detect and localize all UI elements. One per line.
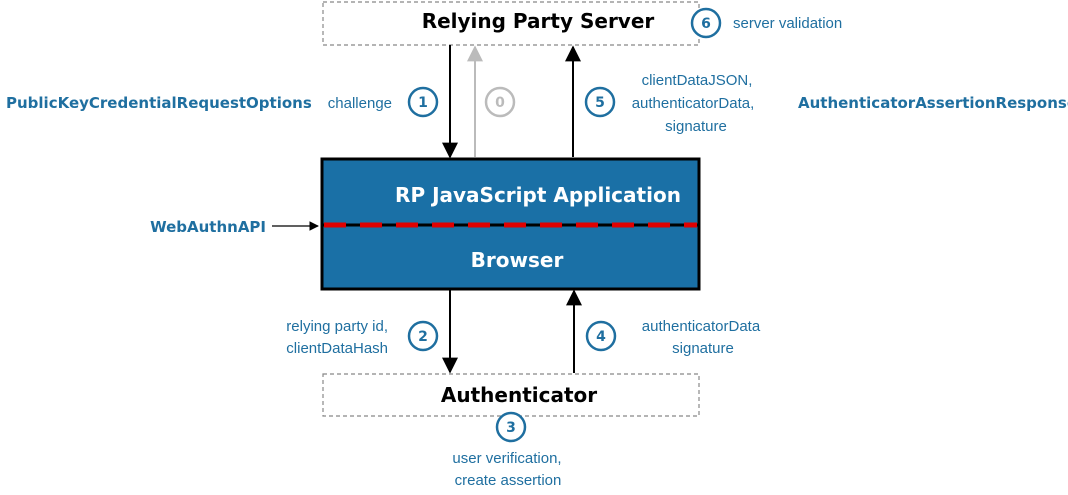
step-4-number: 4 [596, 329, 606, 345]
step-0-number: 0 [495, 95, 505, 111]
step-4-label-line-2: signature [672, 340, 734, 357]
authenticator-title: Authenticator [441, 383, 597, 407]
step-5-badge [584, 86, 616, 118]
authenticator-box: Authenticator [322, 373, 700, 417]
step-3-number: 3 [506, 420, 516, 436]
step-5-label-line-3: signature [665, 118, 727, 135]
step-1-number: 1 [418, 95, 428, 111]
step-6: 6 server validation [690, 7, 842, 39]
relying-party-server-box: Relying Party Server [322, 1, 700, 46]
step-1-label-line-1: challenge [328, 95, 392, 112]
step-2: 2 relying party id, clientDataHash [286, 318, 439, 357]
relying-party-server-title: Relying Party Server [422, 9, 655, 33]
step-5: 5 clientDataJSON, authenticatorData, sig… [584, 72, 755, 135]
step-2-badge [407, 320, 439, 352]
browser-title: Browser [471, 248, 564, 272]
step-3-label-line-2: create assertion [455, 472, 562, 489]
step-6-number: 6 [701, 16, 711, 32]
step-2-label-line-1: relying party id, [286, 318, 388, 335]
authenticator-assertion-response-label: AuthenticatorAssertionResponse [798, 94, 1068, 112]
step-0: 0 [484, 86, 516, 118]
step-5-label-line-2: authenticatorData, [632, 95, 755, 112]
step-2-number: 2 [418, 329, 428, 345]
rp-application-browser-box: RP JavaScript Application Browser [320, 157, 701, 291]
rp-javascript-application-title: RP JavaScript Application [395, 183, 681, 207]
step-5-number: 5 [595, 95, 605, 111]
step-4-badge [585, 320, 617, 352]
step-4: 4 authenticatorData signature [585, 318, 761, 357]
public-key-credential-request-options-label: PublicKeyCredentialRequestOptions [6, 94, 312, 112]
step-5-label-line-1: clientDataJSON, [642, 72, 753, 89]
step-0-badge [484, 86, 516, 118]
step-3: 3 user verification, create assertion [452, 411, 562, 489]
webauthn-api-label: WebAuthnAPI [150, 218, 266, 236]
step-3-badge [495, 411, 527, 443]
step-4-label-line-1: authenticatorData [642, 318, 761, 335]
step-6-badge [690, 7, 722, 39]
step-2-label-line-2: clientDataHash [286, 340, 388, 357]
step-6-label-line-1: server validation [733, 15, 842, 32]
step-3-label-line-1: user verification, [452, 450, 561, 467]
step-1: 1 challenge [328, 86, 439, 118]
step-1-badge [407, 86, 439, 118]
